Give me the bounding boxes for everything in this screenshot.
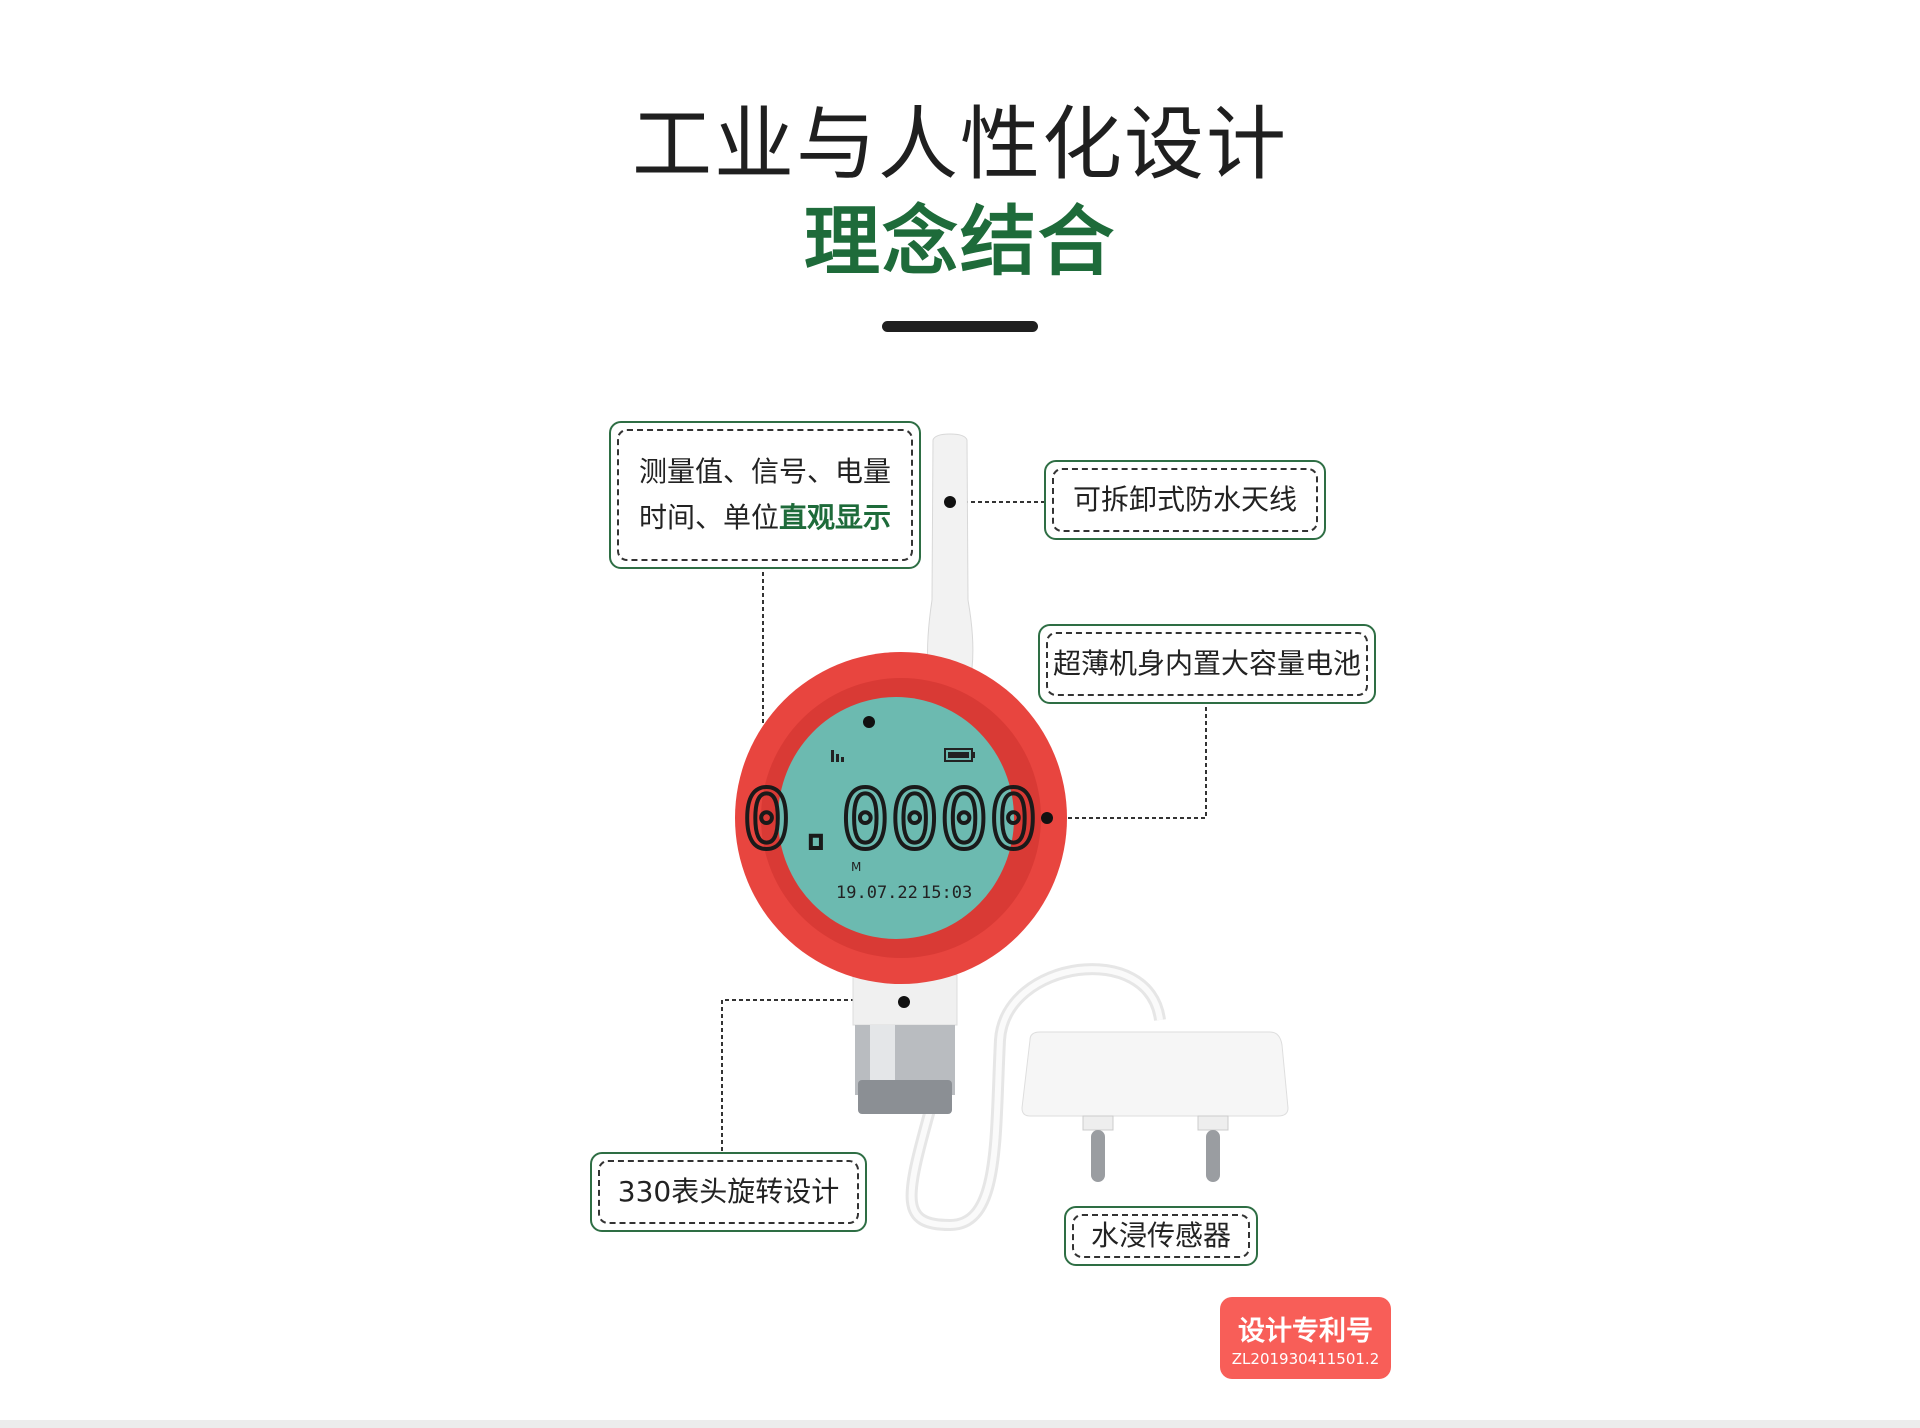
water-sensor [1021,1031,1289,1182]
lcd-unit: M [851,860,861,874]
battery-icon [944,748,975,762]
page-title: 工业与人性化设计 [632,98,1288,191]
callout-dots [863,496,1053,1008]
patent-title: 设计专利号 [1238,1316,1373,1347]
callout-display-highlight: 直观显示 [779,501,892,534]
patent-badge: 设计专利号 ZL201930411501.2 [1220,1297,1391,1379]
patent-number: ZL201930411501.2 [1231,1350,1380,1368]
callout-display-line2: 时间、单位 [638,501,779,534]
title-divider [882,321,1038,332]
lcd-date: 19.07.22 [836,883,918,903]
callout-antenna: 可拆卸式防水天线 [1044,460,1326,540]
callout-display-line1: 测量值、信号、电量 [638,455,891,488]
page-subtitle: 理念结合 [804,197,1116,286]
footer-strip [0,1420,1920,1428]
callout-display: 测量值、信号、电量 时间、单位直观显示 [609,421,921,569]
lcd-reading: 0.0000 [742,773,1038,868]
antenna [927,433,974,669]
lcd-time: 15:03 [921,883,972,903]
callout-rotation: 330表头旋转设计 [590,1152,867,1232]
signal-icon [831,750,844,762]
callout-battery: 超薄机身内置大容量电池 [1038,624,1376,704]
callout-sensor: 水浸传感器 [1064,1206,1258,1266]
